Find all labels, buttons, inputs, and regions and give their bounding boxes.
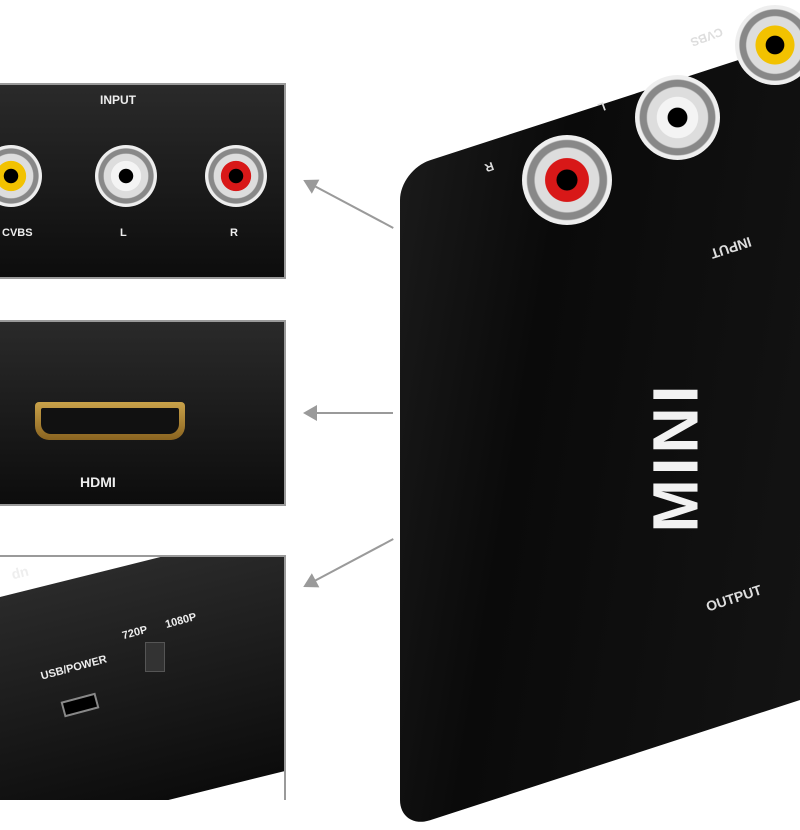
hdmi-closeup-panel: HDMI <box>0 320 286 506</box>
resolution-switch <box>145 642 165 672</box>
device-brand-logo: MINI <box>639 381 712 533</box>
hdmi-port <box>35 402 185 440</box>
device-cvbs-label: CVBS <box>688 24 725 50</box>
right-audio-jack <box>205 145 267 207</box>
device-right-jack <box>522 135 612 225</box>
input-closeup-panel: INPUT CVBS L R <box>0 83 286 279</box>
arrow-power <box>304 538 394 587</box>
power-closeup-panel: up USB/POWER 720P 1080P <box>0 555 286 800</box>
arrow-input <box>304 180 394 229</box>
up-label: up <box>10 565 31 585</box>
device-cvbs-jack <box>735 5 800 85</box>
input-title: INPUT <box>100 93 136 107</box>
arrow-hdmi <box>303 405 393 421</box>
right-label: R <box>230 227 238 239</box>
left-audio-jack <box>95 145 157 207</box>
left-label: L <box>120 227 127 239</box>
device-left-jack <box>635 75 720 160</box>
converter-device <box>400 20 800 830</box>
hdmi-label: HDMI <box>80 474 116 490</box>
cvbs-label: CVBS <box>2 227 33 239</box>
